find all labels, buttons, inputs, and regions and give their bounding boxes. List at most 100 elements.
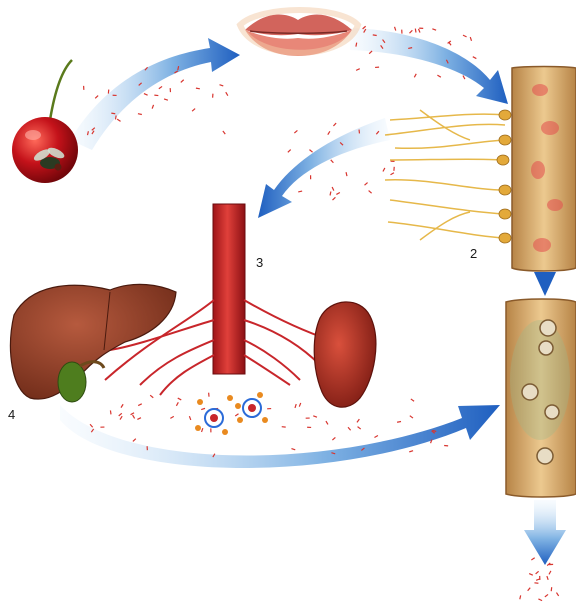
bacterium-speck xyxy=(415,29,416,33)
bacterium-speck xyxy=(357,419,359,422)
intestine-segment-lower xyxy=(506,299,576,497)
bacterium-speck xyxy=(121,404,123,407)
bacterium-speck xyxy=(288,150,291,153)
bacterium-speck xyxy=(409,451,413,452)
bacterium-speck xyxy=(473,57,477,59)
bacterium-speck xyxy=(418,29,419,33)
bacterium-speck xyxy=(463,76,465,80)
bacterium-speck xyxy=(138,404,142,406)
bacterium-speck xyxy=(336,193,340,195)
bacterium-speck xyxy=(164,99,168,100)
bacterium-speck xyxy=(391,173,394,175)
bacterium-speck xyxy=(159,86,162,88)
bacterium-speck xyxy=(463,35,467,37)
bacterium-speck xyxy=(120,416,122,419)
bacterium-speck xyxy=(449,42,451,45)
bacterium-speck xyxy=(409,30,412,33)
bacterium-speck xyxy=(410,416,413,418)
bacterium-speck xyxy=(152,105,153,109)
bacterium-speck xyxy=(332,187,334,191)
bacterium-speck xyxy=(437,75,440,77)
bacterium-speck xyxy=(95,96,98,99)
bacterium-speck xyxy=(133,415,135,418)
bacterium-speck xyxy=(201,408,205,409)
spleen xyxy=(314,302,376,407)
bacterium-speck xyxy=(138,114,142,115)
label-vessel-number: 3 xyxy=(256,255,263,270)
bacterium-speck xyxy=(556,593,558,596)
bacterium-speck xyxy=(326,421,328,424)
bacterium-speck xyxy=(397,421,401,422)
lymph-vessels xyxy=(385,110,505,240)
bacterium-speck xyxy=(538,599,542,601)
arrow-blood-to-intestine xyxy=(60,405,500,468)
bacterium-speck xyxy=(189,416,190,420)
bacterium-speck xyxy=(298,191,302,192)
bacterium-speck xyxy=(220,85,224,86)
bacterium-speck xyxy=(365,183,368,186)
bacterium-speck xyxy=(144,94,148,96)
bacterium-speck xyxy=(170,416,173,418)
bacterium-speck xyxy=(551,587,552,591)
bacterium-speck xyxy=(332,437,335,440)
bacterium-speck xyxy=(309,150,312,153)
bacterium-speck xyxy=(520,595,521,599)
bacterium-speck xyxy=(178,398,182,400)
bacterium-speck xyxy=(111,113,115,114)
arrow-intestine-to-blood xyxy=(258,118,390,218)
bacterium-speck xyxy=(176,402,178,406)
bacterium-speck xyxy=(330,192,331,196)
label-liver-number: 4 xyxy=(8,407,15,422)
cherry-with-fly xyxy=(12,60,78,183)
liver xyxy=(11,284,176,399)
bacterium-speck xyxy=(346,172,347,176)
bacterium-speck xyxy=(110,410,111,414)
bacterium-speck xyxy=(470,37,471,41)
label-intestine-number: 2 xyxy=(470,246,477,261)
bacterium-speck xyxy=(432,29,436,30)
bacterium-speck xyxy=(358,427,361,429)
bacterium-speck xyxy=(178,66,179,70)
bacterium-speck xyxy=(373,35,377,36)
bacterium-speck xyxy=(119,413,122,416)
bacterium-speck xyxy=(383,168,385,172)
bacterium-speck xyxy=(547,576,548,580)
bacterium-speck xyxy=(545,594,548,596)
bacterium-speck xyxy=(369,51,372,54)
bacterium-speck xyxy=(331,160,334,163)
bacterium-speck xyxy=(529,574,533,576)
bacterium-speck xyxy=(528,588,531,591)
bacterium-speck xyxy=(411,399,414,401)
bacterium-speck xyxy=(223,131,225,134)
bacterium-speck xyxy=(226,92,228,95)
bacterium-speck xyxy=(333,197,336,200)
bacterium-speck xyxy=(202,428,203,432)
bacterium-speck xyxy=(117,119,120,121)
gallbladder xyxy=(58,362,104,402)
bacterium-speck xyxy=(116,115,117,119)
bacterium-speck xyxy=(328,131,330,134)
arrow-mouth-to-intestine xyxy=(350,28,508,104)
bacterium-speck xyxy=(133,439,136,442)
bacterium-speck xyxy=(294,130,297,133)
blood-cells xyxy=(195,392,268,435)
bacterium-speck xyxy=(356,69,360,71)
arrow-excretion-down xyxy=(524,500,566,565)
bacterium-speck xyxy=(295,404,296,408)
mouth-lips xyxy=(240,10,358,56)
bacterium-speck xyxy=(333,123,336,126)
bacterium-speck xyxy=(235,414,238,416)
bacterium-speck xyxy=(356,43,357,47)
bacterium-speck xyxy=(137,418,141,420)
bacterium-speck xyxy=(363,26,366,29)
bacterium-speck xyxy=(348,427,351,430)
bacterium-speck xyxy=(414,74,416,78)
intestine-segment-upper xyxy=(385,67,576,272)
bacterium-speck xyxy=(291,449,295,450)
bacterium-speck xyxy=(150,395,153,398)
bacterium-speck xyxy=(131,413,135,415)
bacterium-speck xyxy=(299,403,300,407)
bacterium-speck xyxy=(531,558,534,560)
bacterium-speck xyxy=(549,571,551,575)
